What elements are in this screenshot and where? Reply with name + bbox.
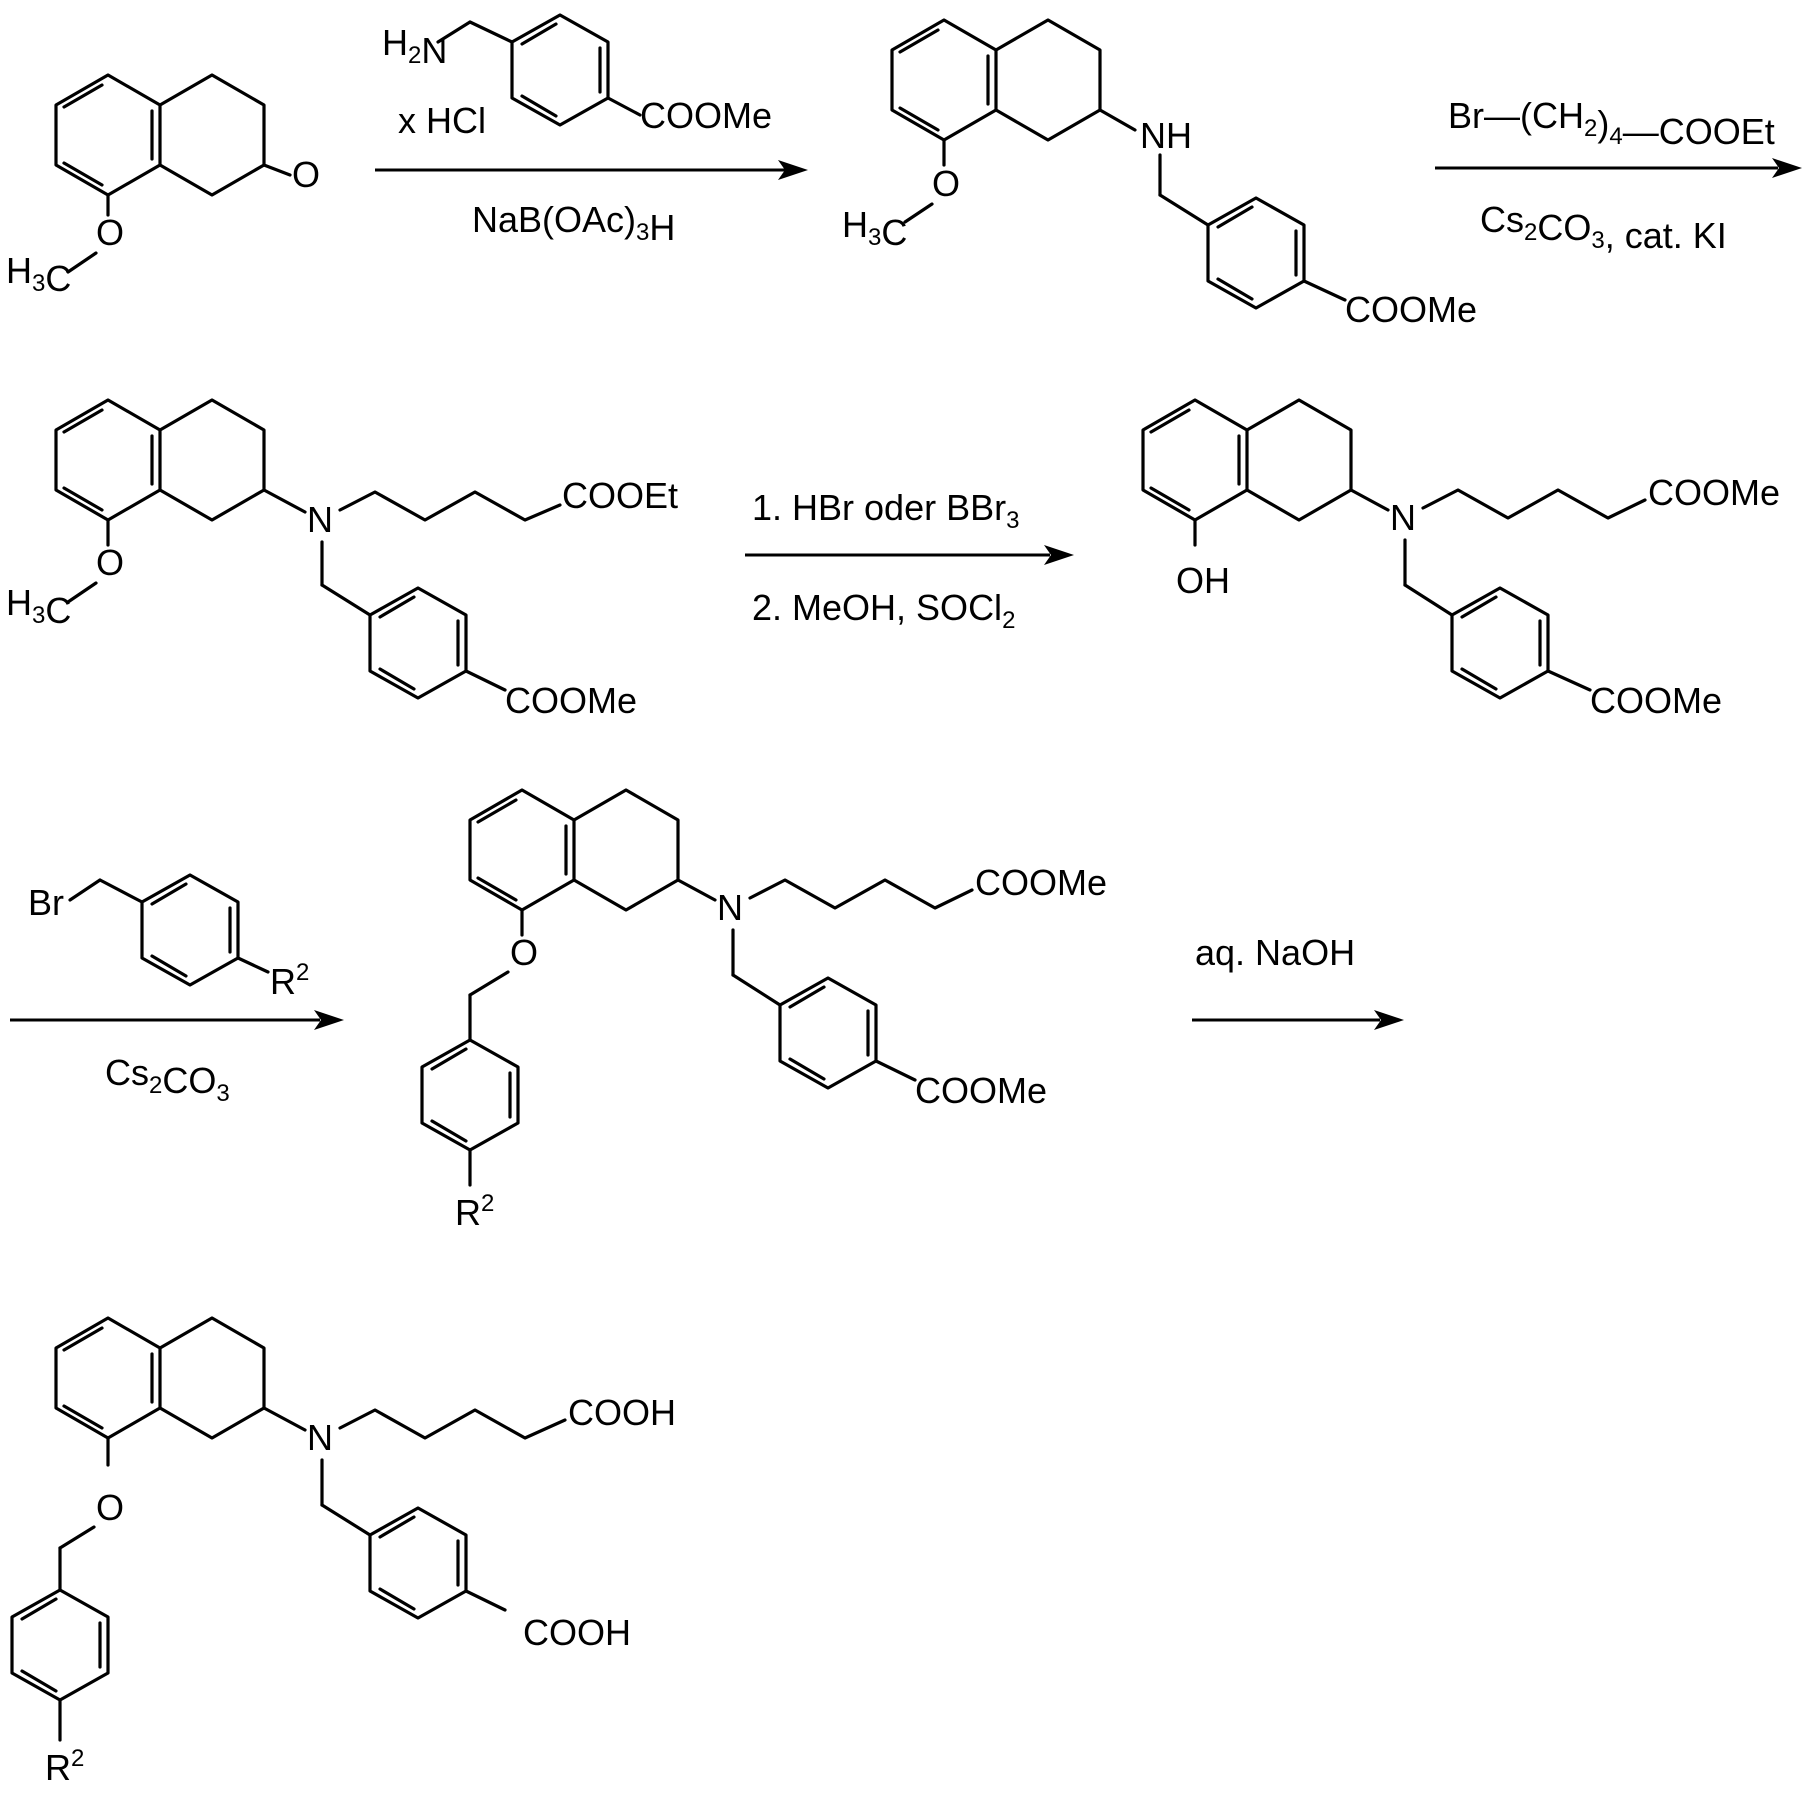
arrow-step-2: Br—(CH2)4—COOEt Cs2CO3, cat. KI <box>1435 95 1802 256</box>
arrow-step-3: 1. HBr oder BBr3 2. MeOH, SOCl2 <box>745 487 1074 634</box>
compound-4: N COOMe COOMe OH <box>1143 400 1780 721</box>
c5-substituent: R2 <box>455 1190 494 1233</box>
step1-salt: x HCl <box>398 100 486 141</box>
c5-amine: N <box>717 887 743 928</box>
c4-amine: N <box>1390 497 1416 538</box>
step1-amine-label: H2N <box>382 22 447 71</box>
c4-chain-ester: COOMe <box>1648 472 1780 513</box>
c3-ether-o: O <box>96 542 124 583</box>
compound-3: N COOEt COOMe O H3C <box>6 400 678 721</box>
c2-amine: NH <box>1140 115 1192 156</box>
c6-ether-o: O <box>96 1487 124 1528</box>
arrow-step-1: H2N COOMe x HCl NaB(OAc)3H <box>375 15 808 248</box>
c3-amine: N <box>307 499 333 540</box>
step4-substituent: R2 <box>270 959 309 1002</box>
c1-methyl: H3C <box>6 250 71 299</box>
c1-ether-o: O <box>96 212 124 253</box>
c4-phenol: OH <box>1176 560 1230 601</box>
compound-2: NH COOMe O H3C <box>842 20 1477 330</box>
step5-hydrolysis: aq. NaOH <box>1195 932 1355 973</box>
step3-esterification: 2. MeOH, SOCl2 <box>752 587 1015 634</box>
step4-bromide-label: Br <box>28 882 64 923</box>
compound-5: N COOMe COOMe O R2 <box>422 790 1107 1233</box>
c1-ketone-o: O <box>292 154 320 195</box>
step2-base: Cs2CO3, cat. KI <box>1480 199 1727 256</box>
c6-substituent: R2 <box>45 1745 84 1788</box>
c5-aryl-ester: COOMe <box>915 1070 1047 1111</box>
c2-ester: COOMe <box>1345 289 1477 330</box>
arrow-step-5: aq. NaOH <box>1192 932 1404 1030</box>
c6-amine: N <box>307 1417 333 1458</box>
step1-ester-label: COOMe <box>640 95 772 136</box>
c3-methyl: H3C <box>6 582 71 631</box>
compound-6: N COOH COOH O R2 <box>12 1318 676 1788</box>
step4-base: Cs2CO3 <box>105 1052 230 1107</box>
arrow-step-4: Br R2 Cs2CO3 <box>10 875 344 1107</box>
step1-reducing-agent: NaB(OAc)3H <box>472 199 675 248</box>
c2-methyl: H3C <box>842 204 907 253</box>
step2-alkylating-agent: Br—(CH2)4—COOEt <box>1448 95 1775 152</box>
c3-aryl-ester: COOMe <box>505 680 637 721</box>
c3-chain-ester: COOEt <box>562 475 678 516</box>
c5-ether-o: O <box>510 932 538 973</box>
c2-ether-o: O <box>932 163 960 204</box>
c6-chain-acid: COOH <box>568 1392 676 1433</box>
compound-1: O O H3C <box>6 75 320 299</box>
c5-chain-ester: COOMe <box>975 862 1107 903</box>
c4-aryl-ester: COOMe <box>1590 680 1722 721</box>
step3-demethylation: 1. HBr oder BBr3 <box>752 487 1019 534</box>
c6-aryl-acid: COOH <box>523 1612 631 1653</box>
